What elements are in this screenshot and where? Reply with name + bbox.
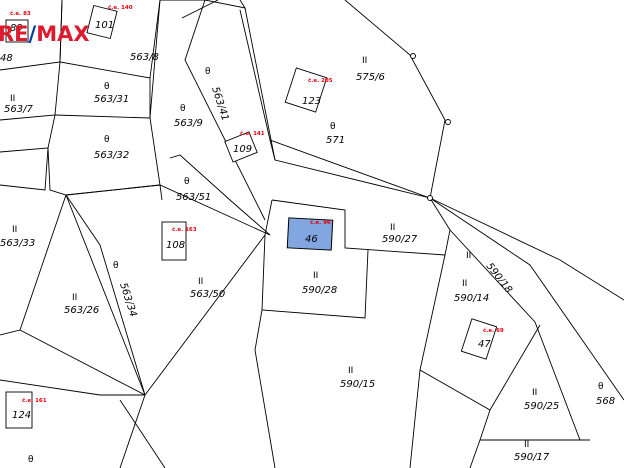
boundary-point [427,195,433,201]
parcel-symbol: θ [330,122,336,132]
parcel-symbol: θ [113,261,119,271]
logo-part-re: RE [0,22,29,46]
building-number: 108 [166,240,185,251]
parcel-48[interactable]: 48 [0,53,13,64]
building-number: 109 [233,144,252,155]
address-label: č.e. 83 [10,10,31,17]
parcel-563_31[interactable]: 563/31 [94,94,129,105]
remax-logo: RE/MAX [0,24,90,45]
address-label: č.e. 69 [483,327,504,334]
address-label: č.e. 96 [310,219,331,226]
building-123[interactable] [284,67,328,113]
address-label: č.e. 141 [240,130,265,137]
parcel-symbol: II [10,94,15,104]
parcel-563_26[interactable]: 563/26 [64,305,99,316]
building-labels: č.e. 83 89 č.e. 140 101 č.e. 205 123 č.e… [10,4,504,421]
building-46[interactable] [286,217,334,251]
address-label: č.e. 205 [308,77,333,84]
parcel-590_15[interactable]: 590/15 [340,379,375,390]
parcel-563_8[interactable]: 563/8 [130,52,159,63]
parcel-symbol: θ [104,135,110,145]
parcel-symbol: II [362,56,367,66]
building-number: 123 [302,96,321,107]
building-number: 46 [305,234,318,245]
parcel-571[interactable]: 571 [326,135,345,146]
parcel-575_6[interactable]: 575/6 [356,72,385,83]
parcel-symbol: II [348,366,353,376]
parcel-labels: 563/8 II 563/7 θ 563/31 θ 563/32 θ 563/9… [0,52,615,465]
parcel-590_17[interactable]: 590/17 [514,452,550,463]
address-label: č.e. 161 [22,397,47,404]
building-number: 124 [12,410,31,421]
parcel-symbol: θ [184,177,190,187]
parcel-symbol: θ [205,67,211,77]
parcel-symbol: θ [180,104,186,114]
buildings [5,4,498,429]
building-109[interactable] [224,131,258,163]
parcel-563_51[interactable]: 563/51 [176,192,211,203]
parcel-563_9[interactable]: 563/9 [174,118,203,129]
parcel-563_41[interactable]: 563/41 [209,86,230,123]
building-number: 89 [10,23,23,34]
parcel-symbol: II [313,271,318,281]
parcel-590_28[interactable]: 590/28 [302,285,337,296]
building-89[interactable] [5,19,29,43]
parcel-590_25[interactable]: 590/25 [524,401,559,412]
parcel-590_27[interactable]: 590/27 [382,234,418,245]
parcel-symbol: II [462,279,467,289]
parcel-563_33[interactable]: 563/33 [0,238,35,249]
building-108[interactable] [161,221,187,261]
building-47[interactable] [460,318,498,360]
parcel-568[interactable]: 568 [596,396,615,407]
building-124[interactable] [5,391,33,429]
parcel-symbol: II [390,223,395,233]
parcel-563_7[interactable]: 563/7 [4,104,33,115]
parcel-symbol: θ [104,82,110,92]
parcel-563_50[interactable]: 563/50 [190,289,225,300]
address-label: č.e. 163 [172,226,197,233]
building-number: 47 [478,339,491,350]
parcel-symbol: θ [598,382,604,392]
address-label: č.e. 140 [108,4,133,11]
parcel-590_14[interactable]: 590/14 [454,293,489,304]
parcel-symbol: II [532,388,537,398]
building-101[interactable] [86,4,118,40]
parcel-symbol: II [12,225,17,235]
building-number: 101 [95,20,114,31]
parcel-symbol: θ [28,455,34,465]
parcel-symbol: II [466,251,471,261]
parcel-symbol: II [524,440,529,450]
parcel-symbol: II [72,293,77,303]
logo-part-max: MAX [36,22,90,46]
boundary-point [445,119,451,125]
boundary-point [410,53,416,59]
logo-slash: / [28,22,37,46]
parcel-symbol: II [198,277,203,287]
parcel-563_32[interactable]: 563/32 [94,150,129,161]
parcel-590_18[interactable]: 590/18 [484,261,514,296]
